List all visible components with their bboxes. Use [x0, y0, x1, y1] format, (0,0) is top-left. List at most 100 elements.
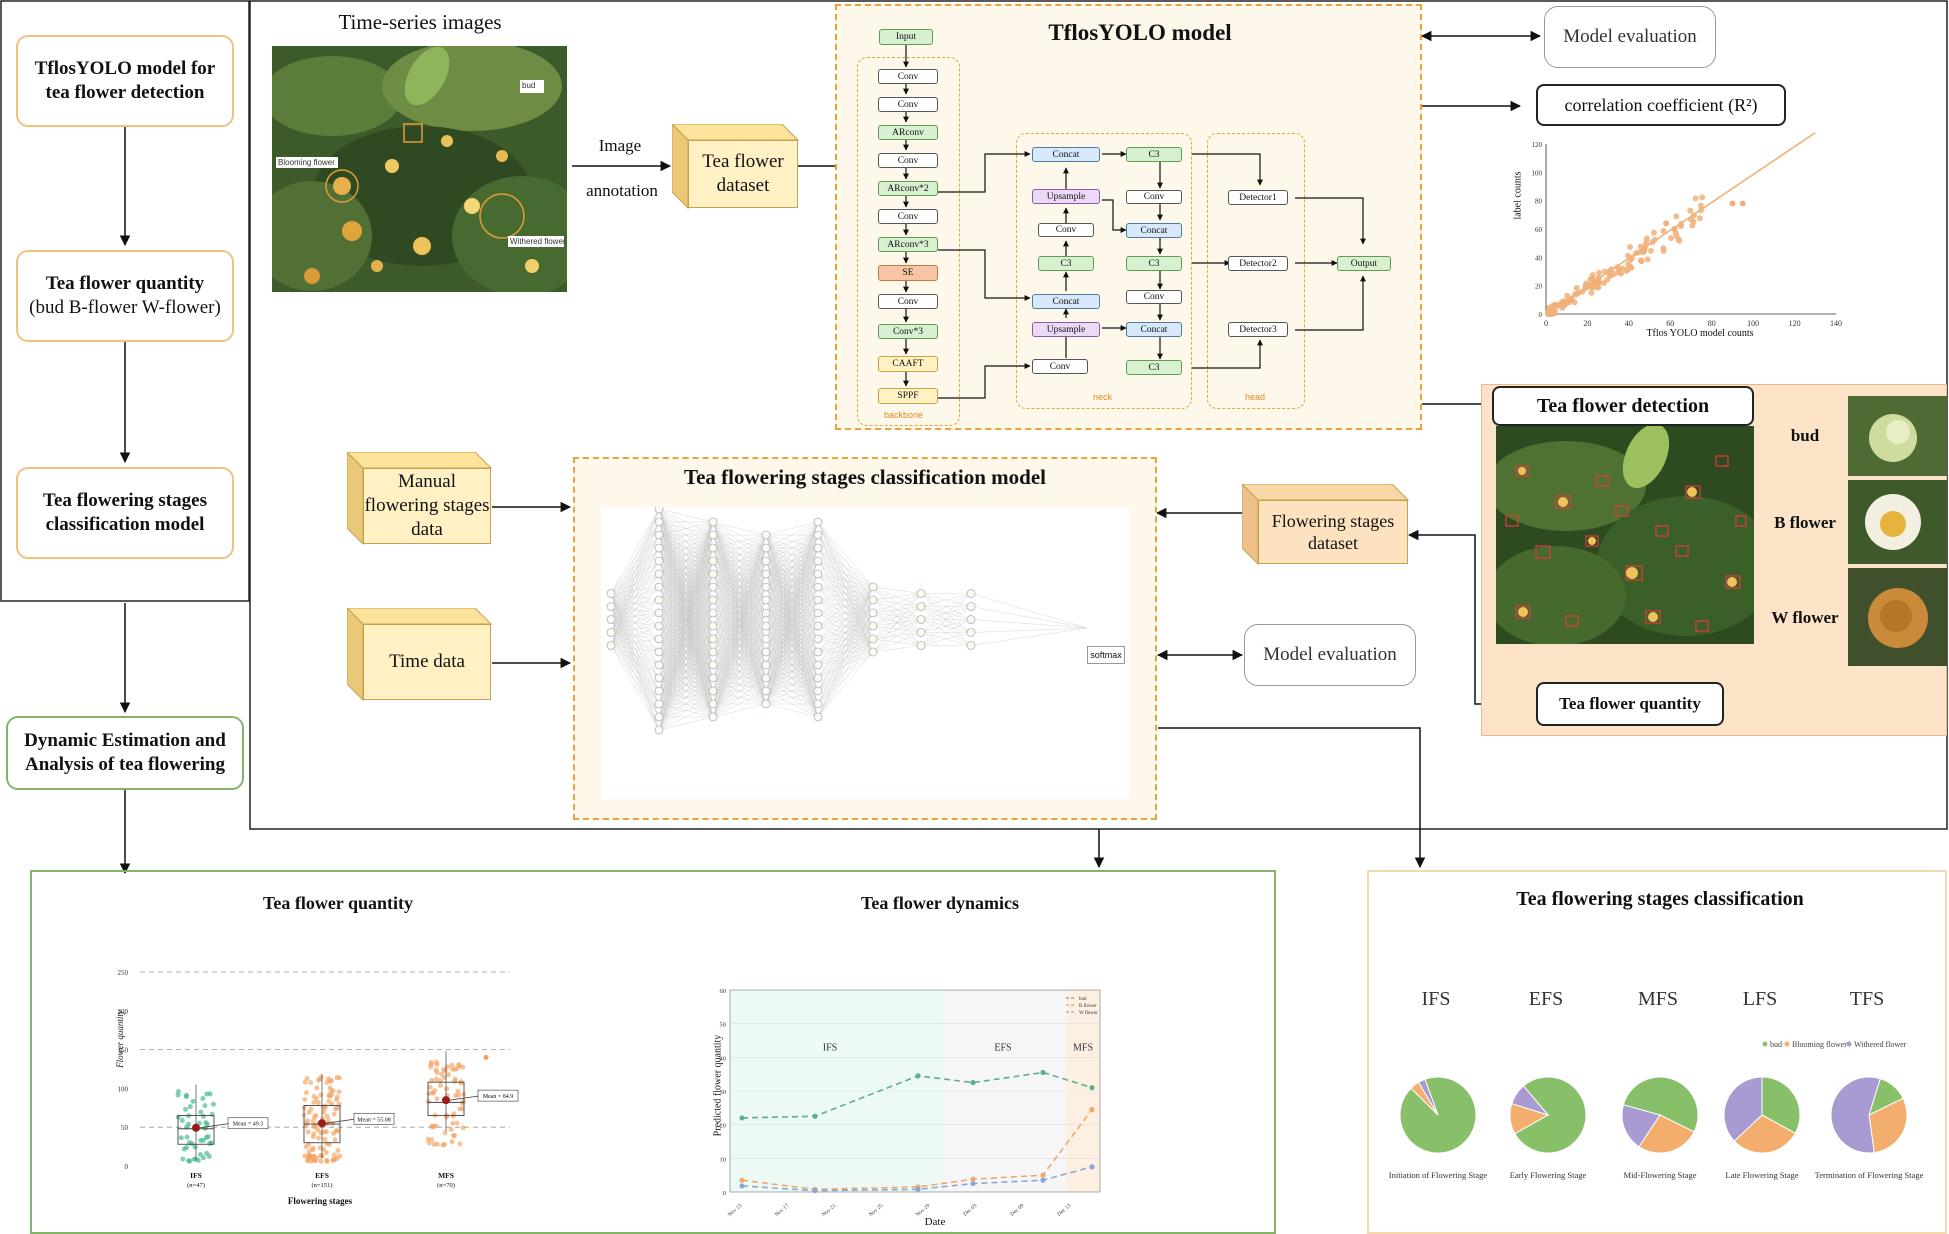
neck-layer: Concat — [1032, 147, 1100, 162]
box-point — [452, 1133, 458, 1139]
box-point — [178, 1135, 184, 1141]
box-point — [433, 1076, 439, 1082]
legend-label: B flower — [1079, 1004, 1097, 1009]
nn-edge — [765, 573, 819, 705]
nn-edge — [817, 586, 874, 614]
nn-edge — [712, 521, 767, 536]
nn-node — [708, 595, 718, 605]
corr-point — [1619, 265, 1626, 272]
corr-point — [1608, 266, 1615, 273]
phase-label: IFS — [823, 1043, 837, 1054]
line-xtick: Nov 13 — [727, 1203, 744, 1218]
yolo-title: TflosYOLO model — [1048, 20, 1232, 45]
corr-xtick: 140 — [1830, 319, 1842, 328]
nn-node — [654, 712, 664, 722]
nn-node — [606, 602, 616, 611]
nn-edge — [765, 560, 819, 705]
nn-edge — [712, 677, 767, 718]
series-line — [741, 1109, 1093, 1191]
step-tflosyolo-model: TflosYOLO model for tea flower detection — [16, 35, 234, 127]
nn-edge — [658, 586, 714, 731]
nn-edge — [765, 586, 819, 705]
line-ytick: 40 — [720, 1055, 727, 1062]
box-point — [323, 1150, 329, 1156]
box-point — [311, 1122, 317, 1128]
step-dynamic-estimation: Dynamic Estimation and Analysis of tea f… — [6, 716, 244, 790]
box-point — [432, 1088, 438, 1094]
pie-stage-name: Late Flowering Stage — [1725, 1170, 1798, 1180]
box-point — [334, 1128, 340, 1134]
pie-legend-label: Blooming flower — [1792, 1040, 1847, 1049]
nn-edge — [658, 534, 714, 731]
nn-node — [966, 602, 976, 611]
backbone-layer-caaft: CAAFT — [878, 356, 938, 372]
nn-edge — [610, 508, 660, 633]
box-mean — [442, 1096, 450, 1105]
box-point — [314, 1096, 320, 1102]
nn-node — [606, 615, 616, 624]
line-ytick: 10 — [720, 1156, 727, 1163]
box-point — [442, 1141, 448, 1147]
corr-point — [1697, 202, 1704, 209]
box-point — [318, 1152, 324, 1158]
pie-slice — [1733, 1114, 1796, 1154]
dynamics-ylabel: Predicted flower quantity — [712, 1034, 724, 1137]
corr-point — [1572, 291, 1579, 298]
pie-slice — [1761, 1076, 1801, 1134]
corr-point — [1699, 194, 1706, 201]
backbone-layer: ARconv*3 — [878, 237, 938, 252]
nn-node — [761, 608, 771, 618]
nn-edge — [658, 690, 714, 731]
nn-edge — [658, 638, 714, 731]
nn-node — [654, 608, 664, 618]
head-detector1: Detector1 — [1228, 190, 1288, 205]
box-point — [444, 1064, 450, 1070]
corr-point — [1601, 268, 1608, 275]
pie-slice — [1830, 1076, 1881, 1154]
nn-node — [708, 517, 718, 527]
nn-node — [813, 699, 823, 709]
layer-input: Input — [879, 29, 933, 45]
nn-node — [708, 621, 718, 631]
corr-xtick: 0 — [1544, 319, 1548, 328]
nn-edge — [920, 593, 972, 633]
pie-stage-name: Initiation of Flowering Stage — [1389, 1170, 1488, 1180]
nn-edge — [658, 521, 714, 692]
nn-node — [813, 673, 823, 683]
box-point — [331, 1152, 337, 1158]
nn-edge — [920, 593, 972, 620]
box-point — [207, 1091, 213, 1097]
box-point — [306, 1110, 312, 1116]
nn-edge — [658, 521, 714, 588]
time-series-title: Time-series images — [338, 10, 502, 34]
legend-label: W flower — [1079, 1011, 1098, 1016]
nn-edge — [712, 612, 767, 718]
box-point — [331, 1130, 337, 1136]
box-point — [198, 1109, 204, 1115]
box-point — [190, 1098, 196, 1104]
box-category: EFS — [315, 1171, 329, 1180]
line-xtick: Dec 09 — [1009, 1203, 1025, 1218]
nn-edge — [920, 619, 972, 646]
nn-edge — [872, 593, 922, 627]
nn-node — [654, 543, 664, 553]
nn-node — [761, 582, 771, 592]
nn-node — [708, 530, 718, 540]
dynamics-xlabel: Date — [924, 1216, 946, 1228]
nn-edge — [658, 573, 714, 731]
nn-node — [708, 569, 718, 579]
nn-edge — [817, 586, 874, 718]
corr-point — [1553, 302, 1560, 309]
corr-point — [1627, 257, 1634, 264]
box-point — [202, 1103, 208, 1109]
nn-edge — [765, 703, 819, 718]
corr-point — [1687, 207, 1694, 214]
photo-label-blooming: Blooming flower — [278, 158, 335, 167]
tea-plant-photo — [272, 46, 567, 292]
box-ytick: 200 — [118, 1008, 129, 1016]
nn-node — [606, 628, 616, 637]
box-ytick: 100 — [118, 1085, 129, 1093]
yolo-arrows — [903, 45, 1366, 399]
step-classification-model: Tea flowering stages classification mode… — [16, 467, 234, 559]
